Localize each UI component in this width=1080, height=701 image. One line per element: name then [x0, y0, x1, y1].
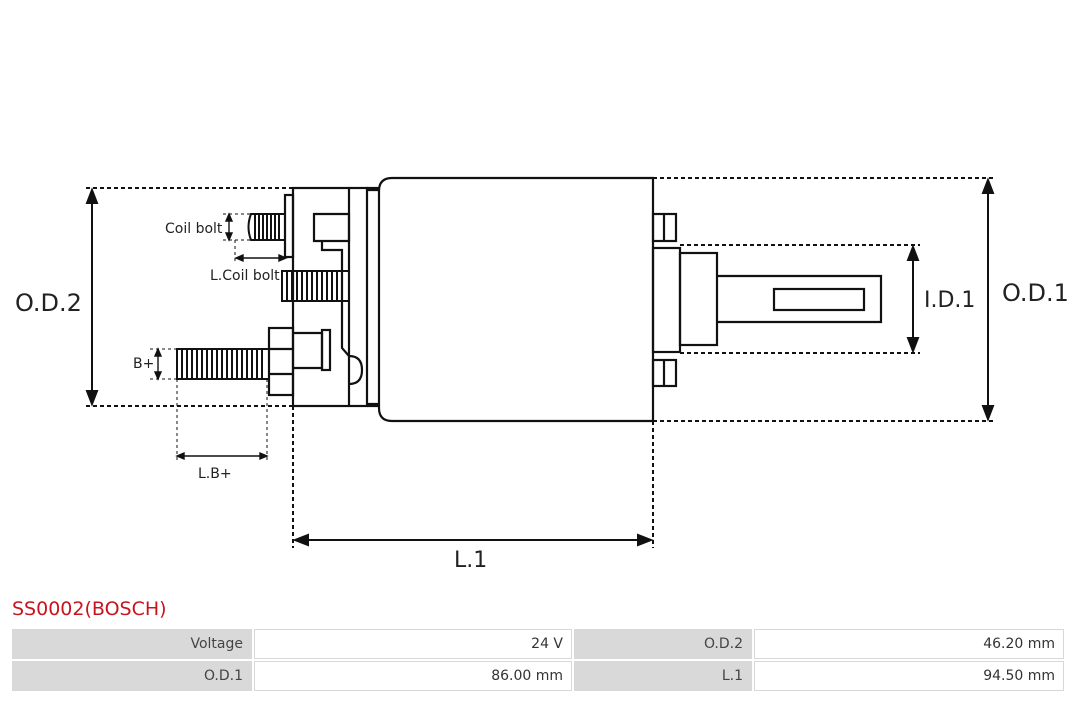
spec-value: 86.00 mm — [254, 661, 572, 691]
plunger — [717, 274, 883, 324]
coil-bolt-thread — [247, 213, 286, 241]
plunger-housing — [651, 246, 682, 354]
spec-label: Voltage — [12, 629, 252, 659]
contact-bolt-thread — [281, 270, 350, 302]
spec-value: 46.20 mm — [754, 629, 1064, 659]
plunger-slot — [772, 287, 866, 312]
end-cap — [291, 186, 369, 408]
table-row: Voltage 24 V O.D.2 46.20 mm — [12, 629, 1064, 659]
spec-label: L.1 — [574, 661, 752, 691]
table-row: O.D.1 86.00 mm L.1 94.50 mm — [12, 661, 1064, 691]
spec-value: 24 V — [254, 629, 572, 659]
label-l1: L.1 — [454, 548, 487, 573]
spec-label: O.D.1 — [12, 661, 252, 691]
product-title: SS0002(BOSCH) — [12, 598, 167, 620]
label-od1: O.D.1 — [1002, 279, 1069, 307]
b-plus-thread — [176, 348, 270, 380]
spec-value: 94.50 mm — [754, 661, 1064, 691]
spec-label: O.D.2 — [574, 629, 752, 659]
specs-table: Voltage 24 V O.D.2 46.20 mm O.D.1 86.00 … — [10, 627, 1066, 693]
solenoid-diagram: Coil bolt L.Coil bolt B+ L.B+ O.D.2 O.D.… — [15, 176, 1069, 573]
b-plus-nut — [267, 326, 295, 397]
label-id1: I.D.1 — [924, 288, 975, 313]
label-l-coil-bolt: L.Coil bolt — [210, 268, 280, 284]
solenoid-body — [377, 176, 655, 423]
label-l-b-plus: L.B+ — [198, 466, 232, 482]
label-od2: O.D.2 — [15, 289, 82, 317]
label-b-plus: B+ — [133, 356, 154, 372]
label-coil-bolt: Coil bolt — [165, 221, 223, 237]
